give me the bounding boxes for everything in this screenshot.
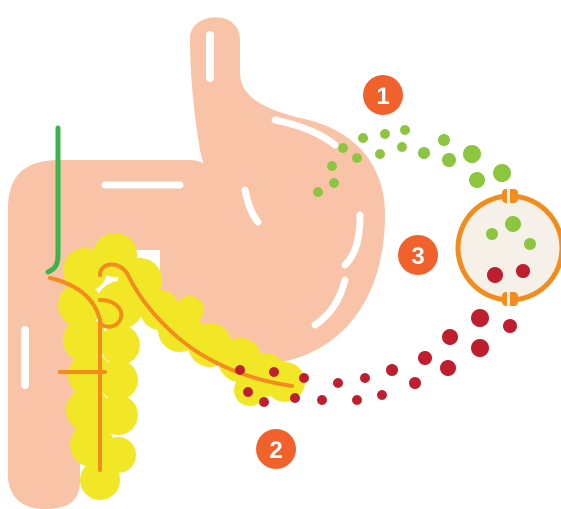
- badge-3-label: 3: [411, 243, 424, 270]
- cell-icon: [458, 189, 561, 306]
- badge-2: 2: [256, 429, 296, 469]
- badge-1-label: 1: [376, 83, 389, 110]
- badge-1: 1: [363, 75, 403, 115]
- badge-3: 3: [398, 235, 438, 275]
- badge-2-label: 2: [269, 437, 282, 464]
